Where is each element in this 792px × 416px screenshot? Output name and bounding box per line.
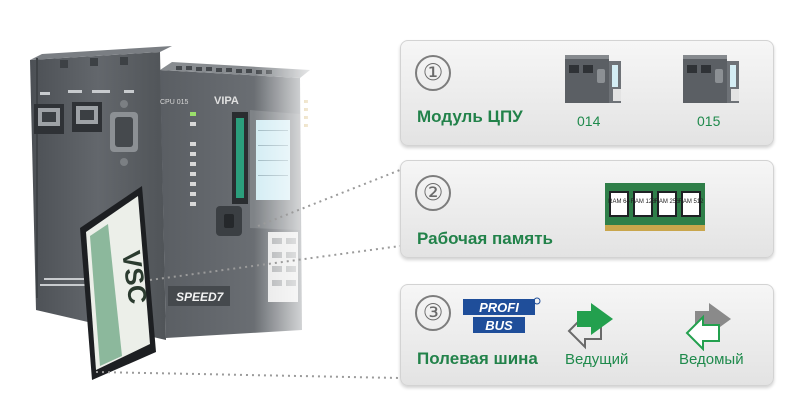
speed7-logo: SPEED7 <box>176 290 225 304</box>
panel-title-fieldbus: Полевая шина <box>417 349 538 368</box>
role-slave-label: Ведомый <box>679 351 744 368</box>
step-number-3: ③ <box>415 295 451 331</box>
status-leds <box>190 112 196 206</box>
card-label: VSC <box>116 249 153 306</box>
profibus-logo-bottom: BUS <box>485 318 513 333</box>
panel-cpu-module: ① Модуль ЦПУ 014 015 <box>400 40 774 146</box>
profibus-logo-top: PROFI <box>479 300 519 315</box>
ram-chip-256: RAM 256 <box>654 199 680 205</box>
profibus-logo: PROFI BUS <box>463 297 541 333</box>
ethernet-port-x4 <box>34 104 64 134</box>
module-014-image <box>565 55 621 103</box>
module-option-015: 015 <box>697 113 721 129</box>
step-number-1: ① <box>415 55 451 91</box>
vipa-brand: VIPA <box>214 95 239 107</box>
ram-module-image: RAM 64 RAM 128 RAM 256 RAM 512 <box>605 183 705 231</box>
module-015-image <box>683 55 739 103</box>
ram-chip-512: RAM 512 <box>678 199 704 205</box>
leader-line-card-to-memory <box>257 169 401 227</box>
serial-port-x2 <box>110 100 138 166</box>
step-number-2: ② <box>415 175 451 211</box>
panel-title-cpu-module: Модуль ЦПУ <box>417 107 523 126</box>
panel-work-memory: ② Рабочая память RAM 64 RAM 128 RAM 256 <box>400 160 774 258</box>
module-option-014: 014 <box>577 113 601 129</box>
ram-chip-64: RAM 64 <box>608 199 630 205</box>
ram-chip-128: RAM 128 <box>630 199 656 205</box>
panel-title-work-memory: Рабочая память <box>417 229 553 248</box>
memory-card-vsc: VSC <box>80 186 156 380</box>
mode-switch <box>216 206 242 236</box>
role-master-label: Ведущий <box>565 351 629 368</box>
leader-line-card-to-memory-lower <box>149 245 401 281</box>
master-arrow-icon <box>567 303 613 350</box>
panel-fieldbus: ③ Полевая шина PROFI BUS Ведущий Ведомый <box>400 284 774 386</box>
leader-line-card-to-bus <box>95 371 401 379</box>
cpu-label: CPU 015 <box>160 99 189 106</box>
leader-lines <box>95 169 401 379</box>
slave-arrow-icon <box>685 303 731 351</box>
ethernet-port-x1 <box>72 102 102 132</box>
device-fade <box>254 60 314 350</box>
